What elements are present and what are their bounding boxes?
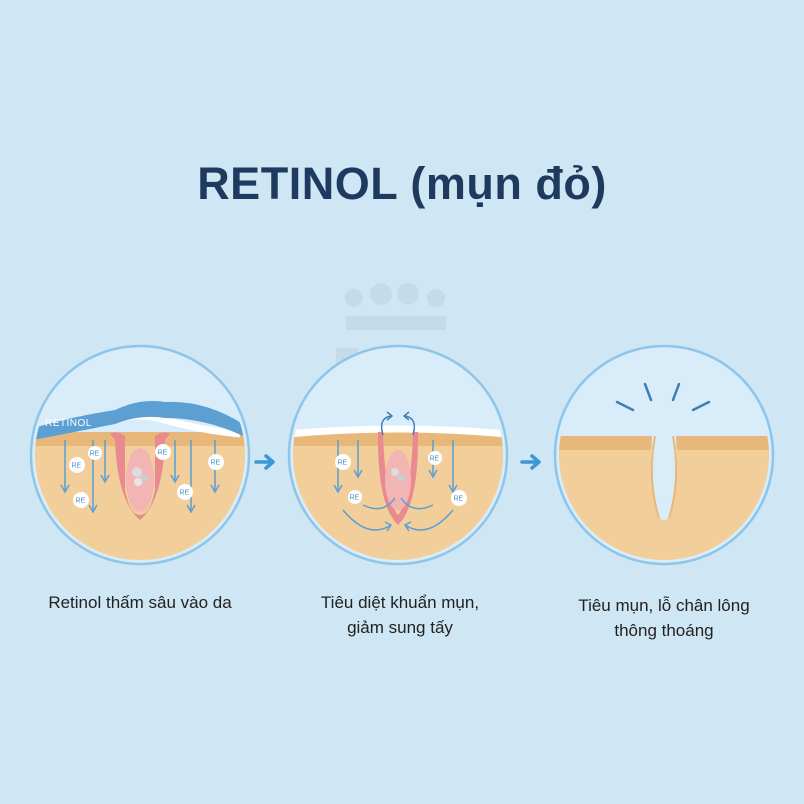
svg-text:RE: RE — [158, 450, 168, 457]
step-3-caption: Tiêu mụn, lỗ chân lông thông thoáng — [578, 596, 750, 640]
step-2-caption: Tiêu diệt khuẩn mụn, giảm sung tấy — [320, 593, 480, 637]
step-1-illustration: RETINOL RE RE RE RE RE RE — [29, 344, 251, 566]
svg-text:RE: RE — [211, 460, 221, 467]
svg-text:RE: RE — [350, 495, 360, 502]
step-2-illustration: RE RE RE RE — [287, 344, 509, 566]
svg-text:RE: RE — [454, 496, 464, 503]
svg-text:RE: RE — [338, 460, 348, 467]
svg-text:RE: RE — [180, 490, 190, 497]
svg-text:RE: RE — [76, 498, 86, 505]
retinol-layer-label: RETINOL — [45, 418, 92, 429]
page-title: RETINOL (mụn đỏ) — [197, 158, 607, 209]
svg-text:RE: RE — [90, 451, 100, 458]
svg-text:RE: RE — [430, 456, 440, 463]
arrow-right-icon — [520, 454, 541, 470]
step-1-caption: Retinol thấm sâu vào da — [48, 593, 232, 612]
svg-text:RE: RE — [72, 463, 82, 470]
step-3-illustration — [553, 344, 775, 566]
arrow-right-icon — [254, 454, 275, 470]
